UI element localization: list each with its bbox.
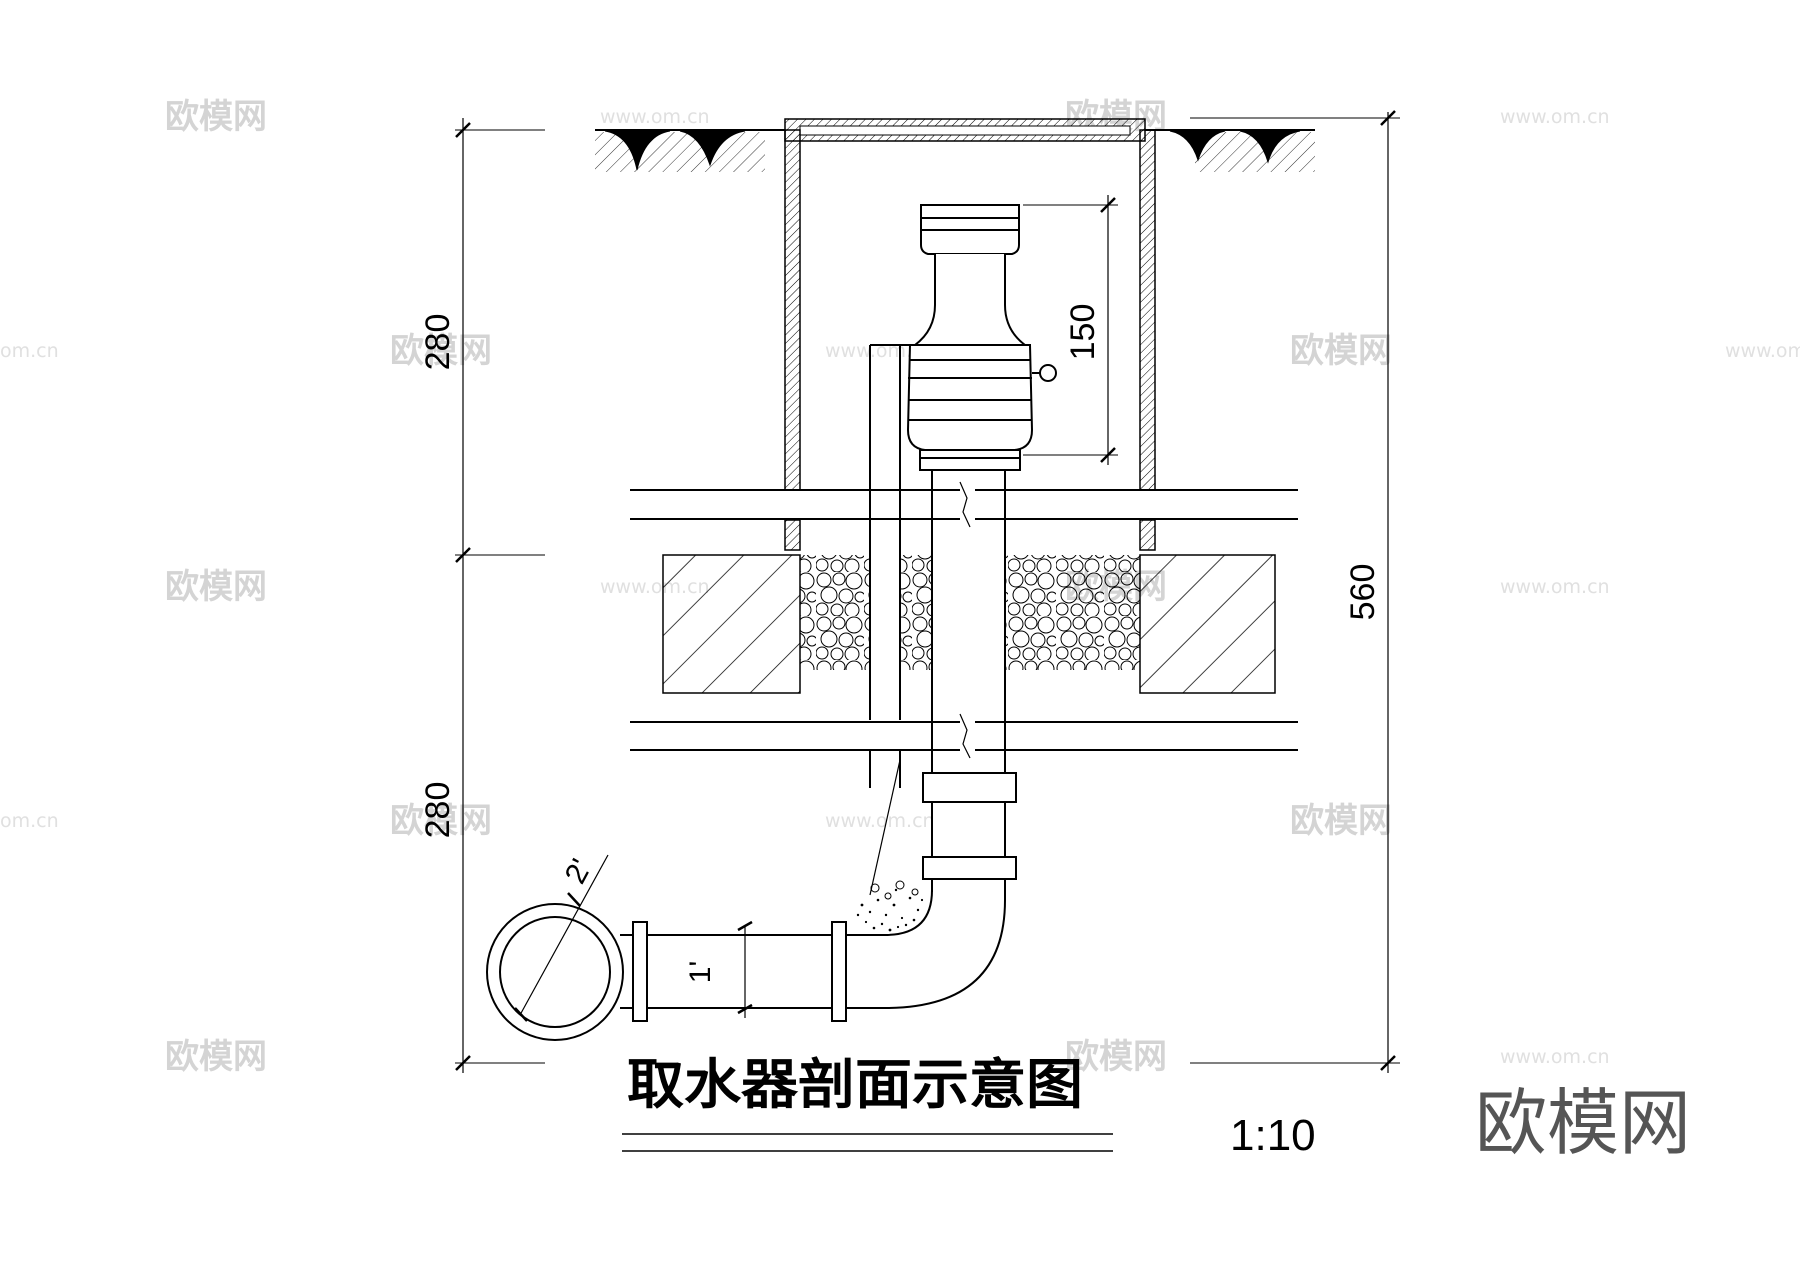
pipe-system <box>486 344 1017 1041</box>
drawing-scale: 1:10 <box>1230 1111 1316 1160</box>
watermark-layer: 欧模网 欧模网 欧模网 欧模网 欧模网 欧模网 欧模网 欧模网 欧模网 欧模网 … <box>0 97 1800 1077</box>
dimension-lines <box>455 110 1400 1073</box>
concrete-block-left <box>662 554 801 694</box>
gravel-right <box>1005 555 1140 670</box>
branch-flange-left <box>632 921 648 1022</box>
watermark-brand: 欧模网 <box>1290 331 1392 371</box>
gravel-middle <box>900 555 932 670</box>
gravel-fill <box>800 555 1140 670</box>
concrete-blocks <box>662 554 1276 694</box>
watermark-url: om.cn <box>0 810 59 832</box>
riser-coupling-lower <box>922 856 1017 880</box>
valve-box-cover-inner <box>799 125 1131 136</box>
watermark-brand: 欧模网 <box>1065 1037 1167 1077</box>
brand-logo: 欧模网 <box>1475 1081 1691 1165</box>
valve-box <box>784 118 1156 551</box>
watermark-url: www.om.cn <box>1500 576 1610 598</box>
watermark-url: www.om.cn <box>1500 106 1610 128</box>
concrete-block-right <box>1139 554 1276 694</box>
device-knob-icon <box>1039 364 1057 382</box>
drawing-title-block: 取水器剖面示意图 1:10 <box>622 1053 1316 1160</box>
main-pipe-inner <box>499 916 611 1028</box>
ground-surface <box>595 129 1315 172</box>
watermark-brand: 欧模网 <box>390 331 492 371</box>
branch-flange-right <box>831 921 847 1022</box>
pipe-elbow <box>865 880 933 936</box>
watermark-url: www.om.cn <box>825 810 935 832</box>
watermark-brand: 欧模网 <box>1290 801 1392 841</box>
gravel-left <box>800 555 870 670</box>
watermark-url: www.om.cn <box>1725 340 1800 362</box>
valve-box-wall-right-lower <box>1139 519 1156 551</box>
watermark-brand: 欧模网 <box>165 567 267 607</box>
valve-box-wall-left <box>784 129 801 491</box>
watermark-brand: 欧模网 <box>165 1037 267 1077</box>
sediment-circles <box>870 880 919 900</box>
valve-box-wall-left-lower <box>784 519 801 551</box>
riser-coupling-upper <box>922 772 1017 803</box>
drawing-title: 取水器剖面示意图 <box>627 1053 1083 1116</box>
water-intake-device <box>906 204 1057 471</box>
device-height-label: 150 <box>1064 304 1102 361</box>
watermark-url: www.om.cn <box>1500 1046 1610 1068</box>
watermark-brand: 欧模网 <box>390 801 492 841</box>
lower-height-label: 280 <box>419 782 457 839</box>
watermark-brand: 欧模网 <box>165 97 267 137</box>
valve-box-wall-right <box>1139 129 1156 491</box>
watermark-url: www.om.cn <box>600 106 710 128</box>
total-height-label: 560 <box>1344 564 1382 621</box>
dimension-labels: 280 280 560 150 2' 1' <box>419 304 1382 984</box>
main-pipe-outer <box>486 903 624 1041</box>
branch-pipe-size-label: 1' <box>684 961 717 983</box>
sediment-dots <box>856 888 924 932</box>
watermark-url: om.cn <box>0 340 59 362</box>
upper-height-label: 280 <box>419 314 457 371</box>
horizontal-break-lines <box>630 481 1298 759</box>
